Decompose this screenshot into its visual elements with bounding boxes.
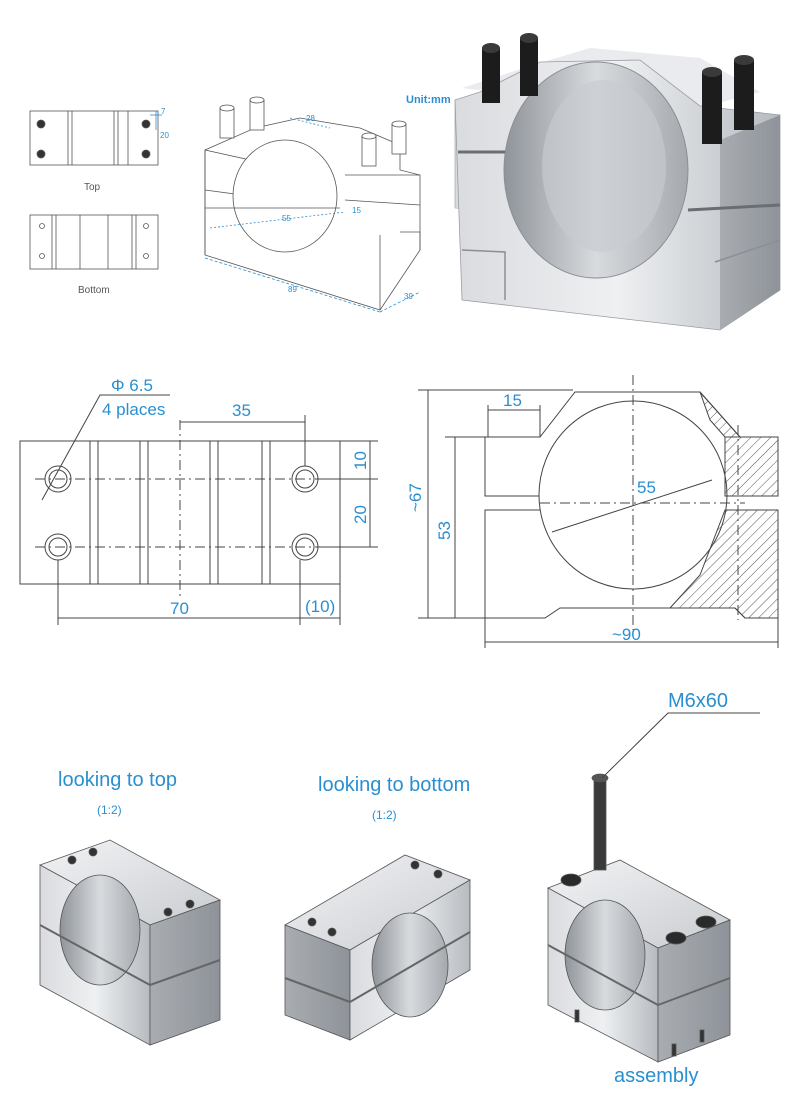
plan-dim-20: 20 xyxy=(351,505,370,524)
front-dim-90: ~90 xyxy=(612,625,641,644)
clamp-photo-render xyxy=(454,33,781,331)
hole-note-diameter: Φ 6.5 xyxy=(111,376,153,395)
small-top-view-label: Top xyxy=(84,182,101,193)
iso-dim-39: 39 xyxy=(404,292,413,301)
iso-dim-28: 28 xyxy=(306,114,315,123)
bolt-label: M6x60 xyxy=(668,690,728,712)
iso-dim-89: 89 xyxy=(288,285,297,294)
clamp-render-looking-to-bottom xyxy=(284,854,471,1041)
unit-label: Unit:mm xyxy=(406,94,451,106)
bottom-section: looking to top (1:2) looking to bottom (… xyxy=(39,690,760,1087)
iso-dim-15: 15 xyxy=(352,206,361,215)
small-bottom-view xyxy=(29,214,159,270)
view-top-scale: (1:2) xyxy=(97,803,122,817)
clamp-render-assembly xyxy=(547,773,731,1063)
plan-view-drawing xyxy=(19,394,378,625)
top-section: 7 20 Top Bottom xyxy=(29,33,781,331)
front-dim-55: 55 xyxy=(637,478,656,497)
plan-dim-35: 35 xyxy=(232,401,251,420)
front-dim-67: ~67 xyxy=(406,483,425,512)
iso-dim-55: 55 xyxy=(282,214,291,223)
view-top-title: looking to top xyxy=(58,769,177,791)
front-dim-15: 15 xyxy=(503,391,522,410)
isometric-line-drawing xyxy=(204,96,421,313)
small-top-view xyxy=(29,110,162,166)
front-dim-53: 53 xyxy=(435,521,454,540)
plan-dim-10-paren: (10) xyxy=(305,597,335,616)
hole-note-places: 4 places xyxy=(102,400,165,419)
plan-dim-10: 10 xyxy=(351,451,370,470)
small-bottom-view-label: Bottom xyxy=(78,285,110,296)
view-bottom-scale: (1:2) xyxy=(372,808,397,822)
view-bottom-title: looking to bottom xyxy=(318,774,470,796)
plan-dim-70: 70 xyxy=(170,599,189,618)
clamp-render-looking-to-top xyxy=(39,839,221,1046)
small-top-view-dim-7: 7 xyxy=(161,107,166,116)
small-top-view-dim-20: 20 xyxy=(160,131,169,140)
assembly-label: assembly xyxy=(614,1065,698,1087)
front-view-drawing xyxy=(418,375,779,648)
bolt-leader-line xyxy=(601,712,760,779)
